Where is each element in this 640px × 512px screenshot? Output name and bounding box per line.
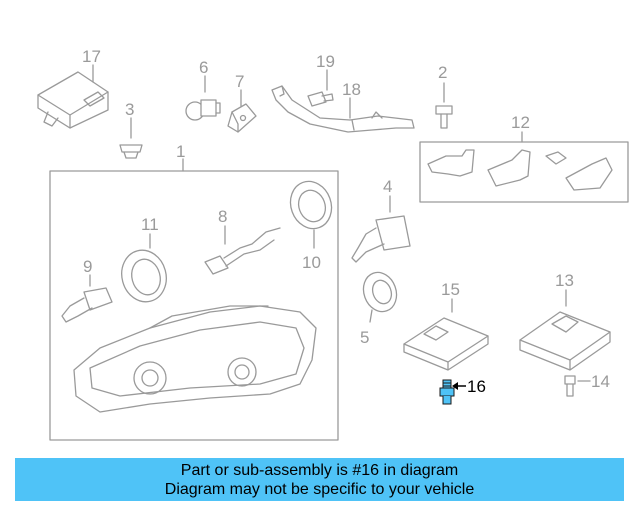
part-2-bolt[interactable]: 2 [435, 63, 453, 129]
callout-10: 10 [302, 253, 321, 272]
part-3-plug[interactable]: 3 [119, 100, 143, 159]
callout-3: 3 [125, 100, 134, 119]
parts-diagram: 17 3 6 7 19 18 [37, 47, 629, 441]
banner-line-1: Part or sub-assembly is #16 in diagram [180, 462, 459, 479]
callout-9: 9 [83, 257, 92, 276]
callout-2: 2 [438, 63, 447, 82]
part-9-bulb[interactable]: 9 [61, 257, 113, 323]
part-4-xenon-bulb[interactable]: 4 [351, 177, 411, 263]
part-12-bracket-set[interactable]: 12 [419, 113, 629, 203]
info-banner: Part or sub-assembly is #16 in diagram D… [15, 458, 624, 501]
callout-1: 1 [176, 142, 185, 161]
callout-17: 17 [82, 47, 101, 66]
part-10-ring[interactable]: 10 [284, 176, 338, 272]
part-5-cap[interactable]: 5 [358, 268, 402, 347]
part-6-bulb[interactable]: 6 [185, 58, 221, 121]
part-19-screw[interactable]: 19 [307, 52, 335, 107]
banner-line-2: Diagram may not be specific to your vehi… [164, 481, 475, 498]
callout-5: 5 [360, 328, 369, 347]
part-16-screw[interactable]: 16 [439, 377, 486, 405]
callout-7: 7 [235, 72, 244, 91]
part-8-bulb-harness[interactable]: 8 [204, 207, 281, 275]
part-17-control-module[interactable]: 17 [37, 47, 109, 129]
part-7-socket[interactable]: 7 [227, 72, 257, 133]
callout-14: 14 [591, 372, 610, 391]
part-15-ballast[interactable]: 15 [403, 280, 489, 371]
callout-4: 4 [383, 177, 392, 196]
callout-6: 6 [199, 58, 208, 77]
callout-11: 11 [141, 215, 159, 234]
part-11-cap[interactable]: 11 [116, 215, 172, 307]
part-1-headlight-assembly[interactable]: 1 [49, 142, 339, 441]
part-14-screw[interactable]: 14 [564, 372, 610, 397]
callout-12: 12 [511, 113, 530, 132]
callout-13: 13 [555, 271, 574, 290]
callout-15: 15 [441, 280, 460, 299]
callout-16: 16 [467, 377, 486, 396]
callout-18: 18 [342, 80, 361, 99]
part-13-ballast[interactable]: 13 [519, 271, 611, 371]
callout-8: 8 [218, 207, 227, 226]
callout-19: 19 [316, 52, 335, 71]
part-18-bracket[interactable]: 18 [271, 80, 415, 133]
